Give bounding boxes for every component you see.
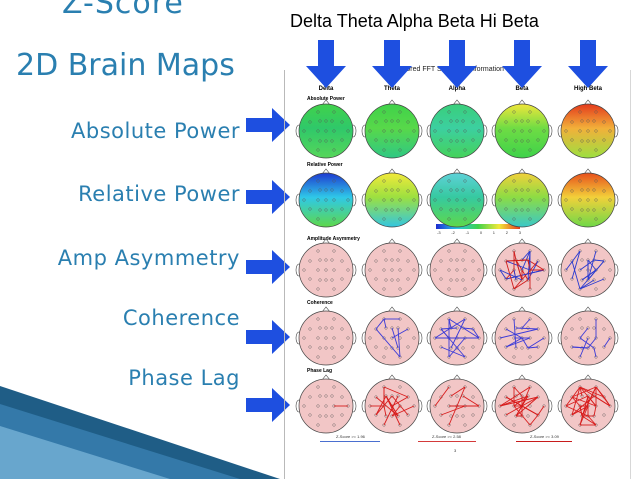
colorbar-tick: -3 (437, 230, 441, 235)
arrow-down-icon (306, 40, 346, 88)
legend-line-darkred (516, 441, 572, 442)
head-map-1-1 (361, 168, 423, 228)
arrow-right-icon (246, 388, 290, 422)
label-phase-lag: Phase Lag (128, 366, 240, 390)
slide-title: Z-Score (62, 0, 184, 21)
slide-subtitle: 2D Brain Maps (16, 48, 235, 83)
colorbar-tick: 3 (518, 230, 521, 235)
head-map-2-0 (295, 238, 357, 298)
head-map-0-2 (426, 99, 488, 159)
head-map-0-0 (295, 99, 357, 159)
label-absolute-power: Absolute Power (71, 119, 240, 143)
page-number: 3 (454, 448, 457, 453)
row-tag-phase-lag: Phase Lag (307, 368, 333, 374)
band-header-theta: Theta (383, 86, 400, 92)
head-map-0-1 (361, 99, 423, 159)
arrow-down-icon (568, 40, 608, 88)
row-tag-coherence: Coherence (307, 300, 333, 306)
legend-line-red (418, 441, 476, 442)
label-amp-asymmetry: Amp Asymmetry (57, 246, 240, 270)
colorbar-ticks: -3 -2 -1 0 1 2 3 (437, 230, 521, 235)
legend-label-309: Z-Score >= 3.09 (530, 434, 559, 439)
legend-label-196: Z-Score >= 1.96 (336, 434, 365, 439)
colorbar-tick: 0 (479, 230, 483, 235)
head-map-4-3 (491, 374, 553, 434)
head-map-2-3 (491, 238, 553, 298)
band-caption: Delta Theta Alpha Beta Hi Beta (290, 11, 539, 31)
head-map-0-4 (557, 99, 619, 159)
arrow-right-icon (246, 250, 290, 284)
sheet-border-left (284, 70, 285, 479)
arrow-right-icon (246, 320, 290, 354)
head-map-4-1 (361, 374, 423, 434)
arrow-down-icon (437, 40, 477, 88)
head-map-2-1 (361, 238, 423, 298)
row-tag-absolute-power: Absolute Power (307, 96, 345, 102)
head-map-2-4 (557, 238, 619, 298)
band-header-high-beta: High Beta (573, 86, 602, 92)
head-map-1-0 (295, 168, 357, 228)
colorbar-tick: 1 (492, 230, 496, 235)
arrow-right-icon (246, 180, 290, 214)
band-header-alpha: Alpha (448, 86, 466, 92)
head-map-2-2 (426, 238, 488, 298)
head-map-4-4 (557, 374, 619, 434)
colorbar-tick: 2 (505, 230, 508, 235)
head-map-1-2 (426, 168, 488, 228)
head-map-1-3 (491, 168, 553, 228)
sheet-border-right (630, 70, 631, 479)
legend-label-258: Z-Score >= 2.58 (432, 434, 461, 439)
head-map-3-4 (557, 306, 619, 366)
arrow-down-icon (372, 40, 412, 88)
label-coherence: Coherence (122, 306, 240, 330)
head-map-0-3 (491, 99, 553, 159)
label-relative-power: Relative Power (78, 182, 240, 206)
head-map-3-0 (295, 306, 357, 366)
legend-line-blue (320, 441, 380, 442)
colorbar-tick: -2 (451, 230, 455, 235)
head-map-3-1 (361, 306, 423, 366)
head-map-1-4 (557, 168, 619, 228)
head-map-3-2 (426, 306, 488, 366)
row-tag-amplitude-asymmetry: Amplitude Asymmetry (307, 236, 360, 242)
head-map-3-3 (491, 306, 553, 366)
colorbar-tick: -1 (465, 230, 470, 235)
arrow-down-icon (502, 40, 542, 88)
arrow-right-icon (246, 108, 290, 142)
corner-decoration (0, 386, 280, 479)
band-header-beta: Beta (515, 86, 529, 92)
band-header-delta: Delta (318, 86, 334, 92)
z-score-colorbar (436, 224, 520, 229)
head-map-4-2 (426, 374, 488, 434)
row-tag-relative-power: Relative Power (307, 162, 343, 168)
head-map-4-0 (295, 374, 357, 434)
